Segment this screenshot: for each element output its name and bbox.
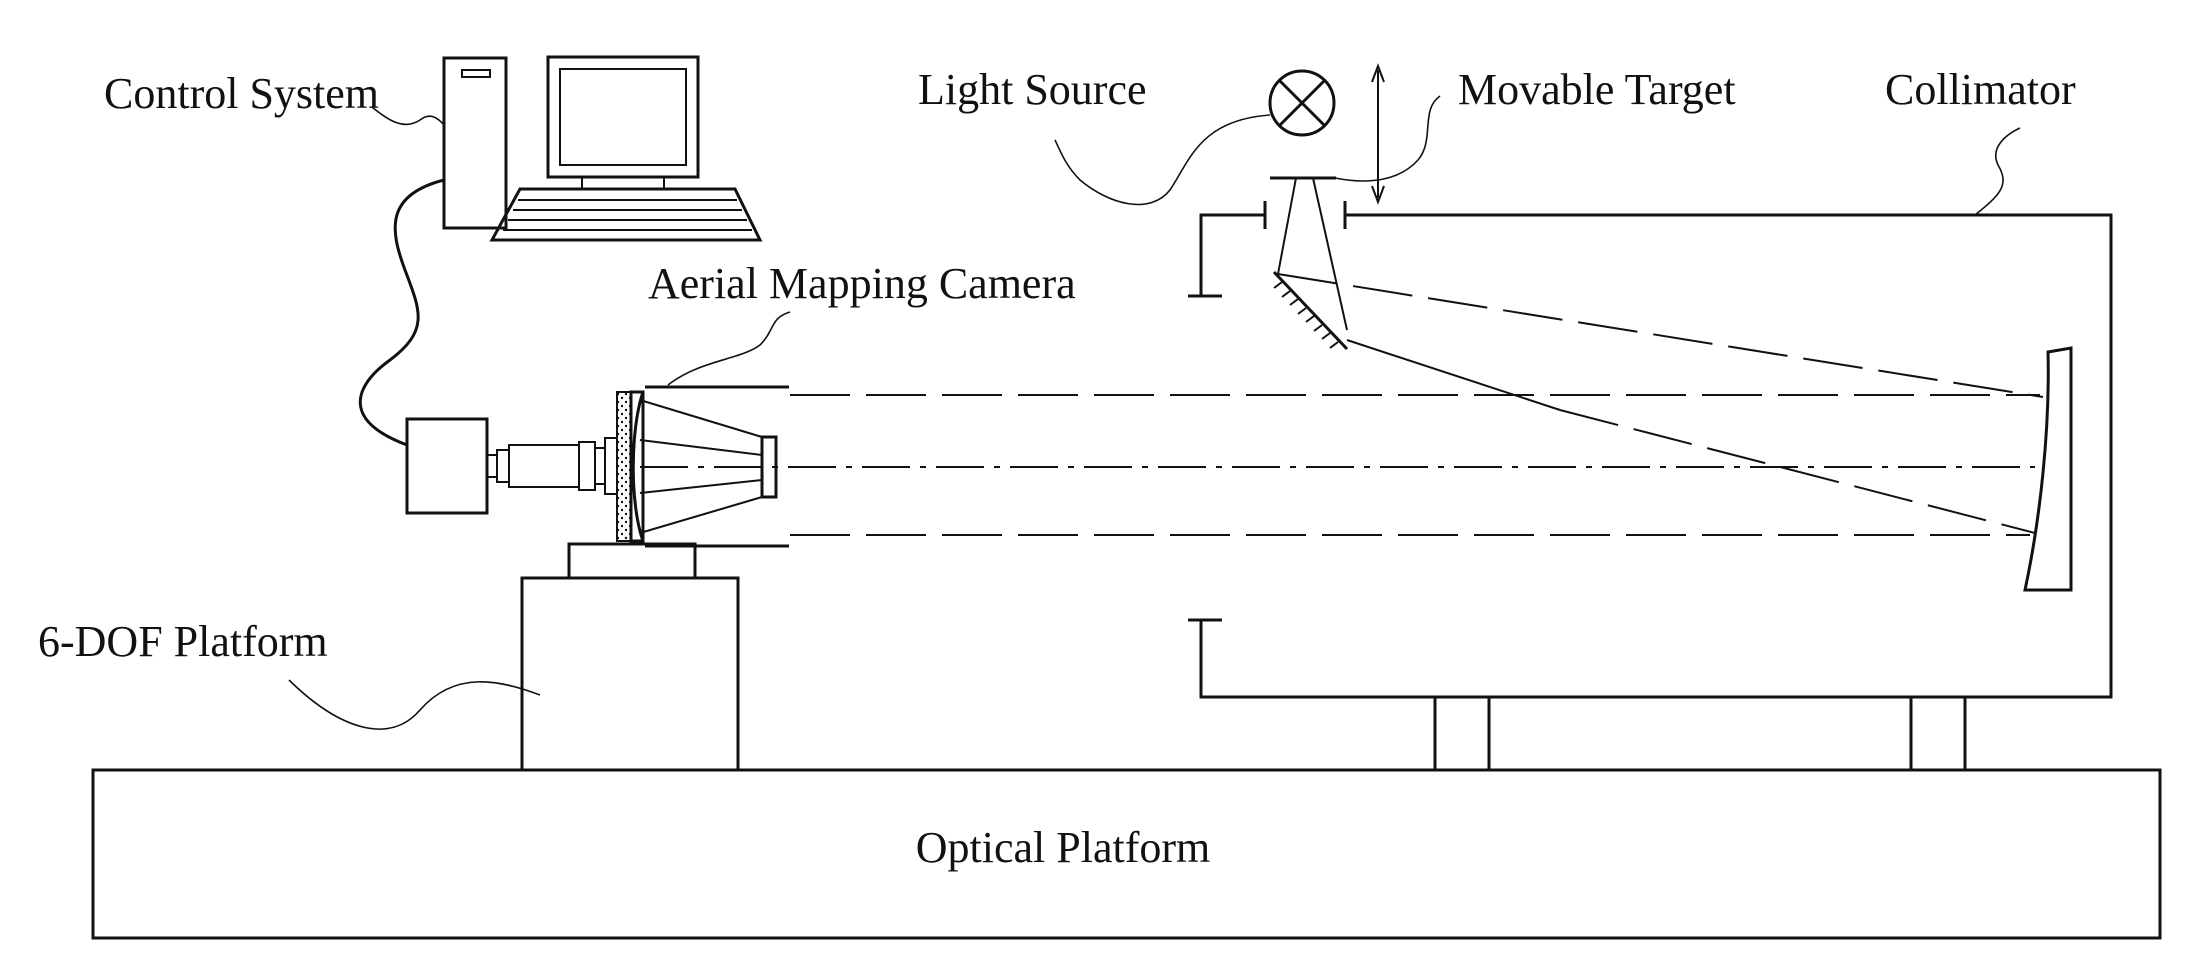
- six-dof-platform: 6-DOF Platform: [38, 542, 740, 772]
- control-cable: [358, 178, 445, 447]
- movable-target-label: Movable Target: [1458, 65, 1736, 114]
- movable-target-leader-line: [1334, 95, 1441, 182]
- control-system-leader-line: [371, 106, 445, 126]
- collimator-label: Collimator: [1885, 65, 2076, 114]
- collimated-beams: [640, 394, 2040, 536]
- six-dof-platform-label: 6-DOF Platform: [38, 617, 328, 666]
- aerial-mapping-camera: Aerial Mapping Camera: [405, 259, 1076, 548]
- collimator-primary-mirror: [2023, 346, 2073, 592]
- control-system-computer: Control System: [104, 55, 763, 447]
- six-dof-leader-line: [288, 679, 541, 730]
- light-source: Light Source: [918, 65, 1336, 206]
- optical-platform-label: Optical Platform: [916, 823, 1211, 872]
- movable-target: Movable Target: [1270, 63, 1736, 205]
- control-system-label: Control System: [104, 69, 379, 118]
- collimator: Collimator: [1188, 65, 2113, 772]
- optical-platform: Optical Platform: [91, 768, 2162, 940]
- camera-leader-line: [667, 311, 791, 386]
- collimator-leader-line: [1974, 127, 2021, 216]
- light-source-label: Light Source: [918, 65, 1147, 114]
- light-source-leader-line: [1054, 114, 1271, 206]
- fold-mirror: [1272, 270, 1349, 351]
- aerial-mapping-camera-label: Aerial Mapping Camera: [648, 259, 1076, 308]
